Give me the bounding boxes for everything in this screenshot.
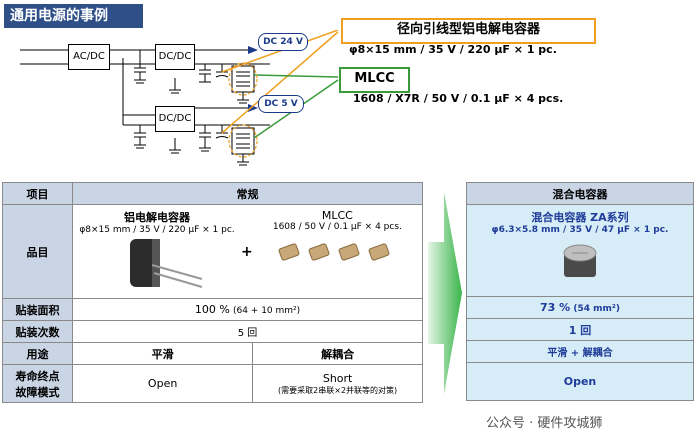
hybrid-product-name: 混合电容器 ZA系列	[531, 211, 629, 224]
mlcc-product-name: MLCC	[321, 209, 353, 222]
plus-sign: +	[241, 204, 253, 299]
hybrid-area-sub: (54 mm²)	[573, 304, 620, 314]
hybrid-area-cell: 73 % (54 mm²)	[466, 296, 694, 319]
acdc-block: AC/DC	[68, 44, 110, 70]
failure-label-line1: 寿命终点	[15, 369, 60, 383]
row-failure-label: 寿命终点 故障模式	[2, 364, 73, 403]
hybrid-product-spec: φ6.3×5.8 mm / 35 V / 47 μF × 1 pc.	[491, 225, 669, 235]
hybrid-failure: Open	[466, 362, 694, 401]
header-hybrid: 混合电容器	[466, 182, 694, 205]
mlcc-product-spec: 1608 / 50 V / 0.1 μF × 4 pcs.	[272, 222, 402, 232]
use-elcap: 平滑	[71, 342, 254, 365]
row-area-label: 贴装面积	[2, 298, 73, 321]
hybrid-table: 混合电容器 混合电容器 ZA系列 φ6.3×5.8 mm / 35 V / 47…	[466, 182, 694, 401]
hybrid-area-main: 73 %	[540, 301, 571, 314]
header-item: 项目	[2, 182, 73, 205]
circuit-diagram	[20, 30, 339, 166]
elcap-callout-spec: φ8×15 mm / 35 V / 220 μF × 1 pc.	[349, 43, 557, 56]
elcap-product-spec: φ8×15 mm / 35 V / 220 μF × 1 pc.	[79, 225, 235, 235]
area-value-sub: (64 + 10 mm²)	[232, 306, 301, 316]
failure-mlcc-cell: Short (需要采取2串联×2并联等的对策)	[252, 364, 423, 403]
dc5-label: DC 5 V	[258, 95, 304, 113]
failure-mlcc-main: Short	[322, 371, 353, 385]
dcdc-top-block: DC/DC	[155, 44, 195, 70]
failure-label-line2: 故障模式	[15, 385, 60, 399]
row-count-label: 贴装次数	[2, 320, 73, 343]
mlcc-chips-image	[278, 243, 390, 261]
hybrid-use: 平滑 + 解耦合	[466, 340, 694, 363]
conventional-table: 项目 常规 品目 铝电解电容器 φ8×15 mm / 35 V / 220 μF…	[2, 182, 423, 403]
transition-arrow-icon	[428, 192, 462, 394]
mlcc-callout-spec: 1608 / X7R / 50 V / 0.1 μF × 4 pcs.	[353, 92, 564, 105]
failure-mlcc-sub: (需要采取2串联×2并联等的对策)	[278, 385, 398, 395]
row-product-label: 品目	[2, 204, 73, 299]
area-value-main: 100 %	[194, 303, 230, 316]
dcdc-bottom-block: DC/DC	[155, 106, 195, 132]
elcap-callout: 径向引线型铝电解电容器	[341, 18, 596, 44]
elcap-product-cell: 铝电解电容器 φ8×15 mm / 35 V / 220 μF × 1 pc.	[72, 204, 241, 299]
mlcc-callout: MLCC	[339, 67, 410, 93]
electrolytic-capacitor-image	[130, 239, 203, 288]
failure-elcap: Open	[71, 364, 254, 403]
elcap-product-name: 铝电解电容器	[124, 211, 190, 224]
hybrid-product-cell: 混合电容器 ZA系列 φ6.3×5.8 mm / 35 V / 47 μF × …	[466, 204, 694, 297]
mlcc-product-cell: MLCC 1608 / 50 V / 0.1 μF × 4 pcs.	[252, 204, 423, 299]
page-title: 通用电源的事例	[4, 4, 143, 28]
dc24-label: DC 24 V	[258, 33, 308, 51]
count-value: 5 回	[72, 320, 423, 343]
hybrid-count: 1 回	[466, 318, 694, 341]
row-use-label: 用途	[2, 342, 73, 365]
hybrid-capacitor-image	[563, 244, 597, 277]
watermark: 公众号 · 硬件攻城狮	[486, 416, 603, 431]
area-value-cell: 100 % (64 + 10 mm²)	[72, 298, 423, 321]
use-mlcc: 解耦合	[252, 342, 423, 365]
header-conventional: 常规	[72, 182, 423, 205]
